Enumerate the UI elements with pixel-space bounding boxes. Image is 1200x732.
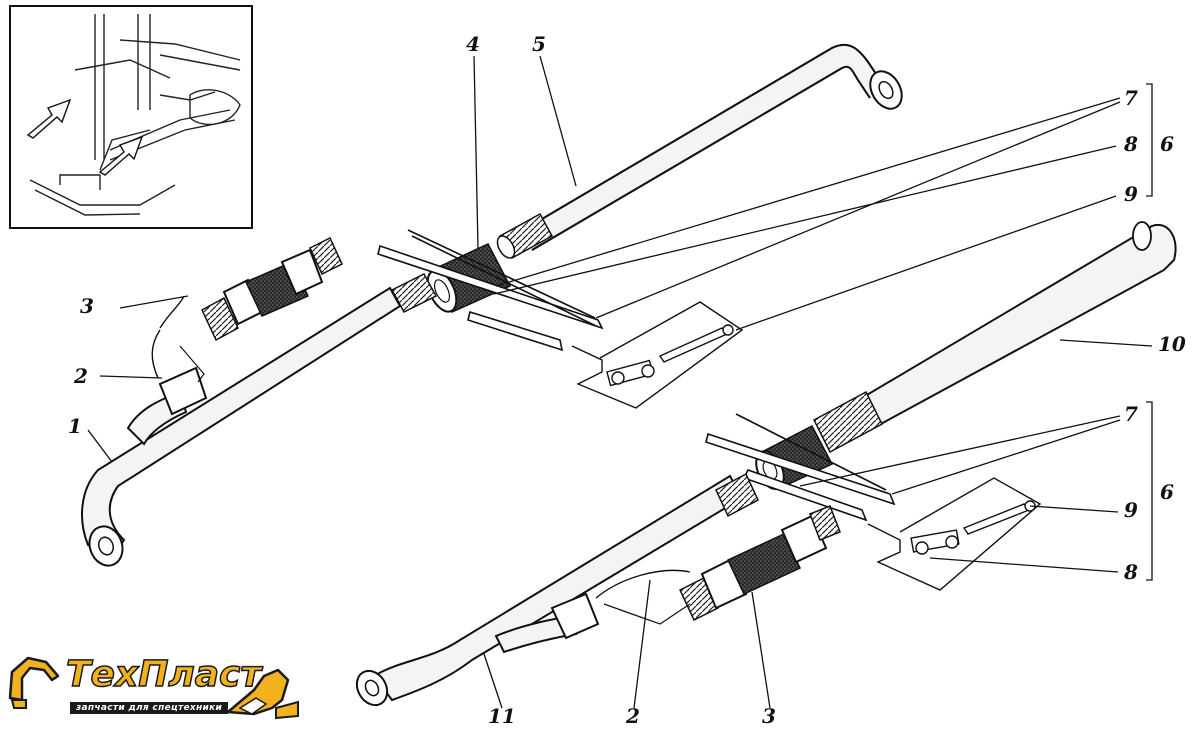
callout-1: 1 [68, 414, 82, 438]
clamp-fastener-detail [571, 301, 744, 409]
arrow-icon [98, 135, 144, 176]
callout-11: 11 [488, 704, 516, 728]
brand-name: ТехПласт [65, 653, 262, 696]
callout-6-upper: 6 [1160, 132, 1174, 156]
clamp-strips [377, 229, 604, 352]
pipe-1 [81, 273, 438, 567]
callout-10: 10 [1158, 332, 1186, 356]
callout-8-lower: 8 [1124, 560, 1138, 584]
clamp-fastener-detail-lower [867, 477, 1042, 591]
flexible-hose-3-lower [595, 505, 841, 625]
excavator-icon [8, 656, 299, 720]
callout-3-upper: 3 [80, 294, 94, 318]
callout-7-lower: 7 [1124, 402, 1138, 426]
brand-logo: ТехПласт запчасти для спецтехники [6, 652, 306, 728]
pipe-11 [355, 472, 759, 707]
inset-overview [9, 5, 253, 229]
pipe-5 [496, 43, 903, 260]
arrow-icon [26, 98, 72, 139]
callout-5: 5 [532, 32, 546, 56]
flexible-hose-3-upper [151, 236, 343, 383]
callout-9-lower: 9 [1124, 498, 1138, 522]
callout-7-upper: 7 [1124, 86, 1138, 110]
callout-9-upper: 9 [1124, 182, 1138, 206]
callout-2-lower: 2 [626, 704, 640, 728]
callout-4: 4 [466, 32, 480, 56]
leader-lines [87, 55, 1153, 709]
clamp-strips-lower [705, 413, 896, 522]
callout-2-upper: 2 [74, 364, 88, 388]
brand-tagline: запчасти для спецтехники [70, 702, 229, 714]
callout-6-lower: 6 [1160, 480, 1174, 504]
callout-8-upper: 8 [1124, 132, 1138, 156]
callout-3-lower: 3 [762, 704, 776, 728]
pipe-10 [813, 221, 1177, 454]
